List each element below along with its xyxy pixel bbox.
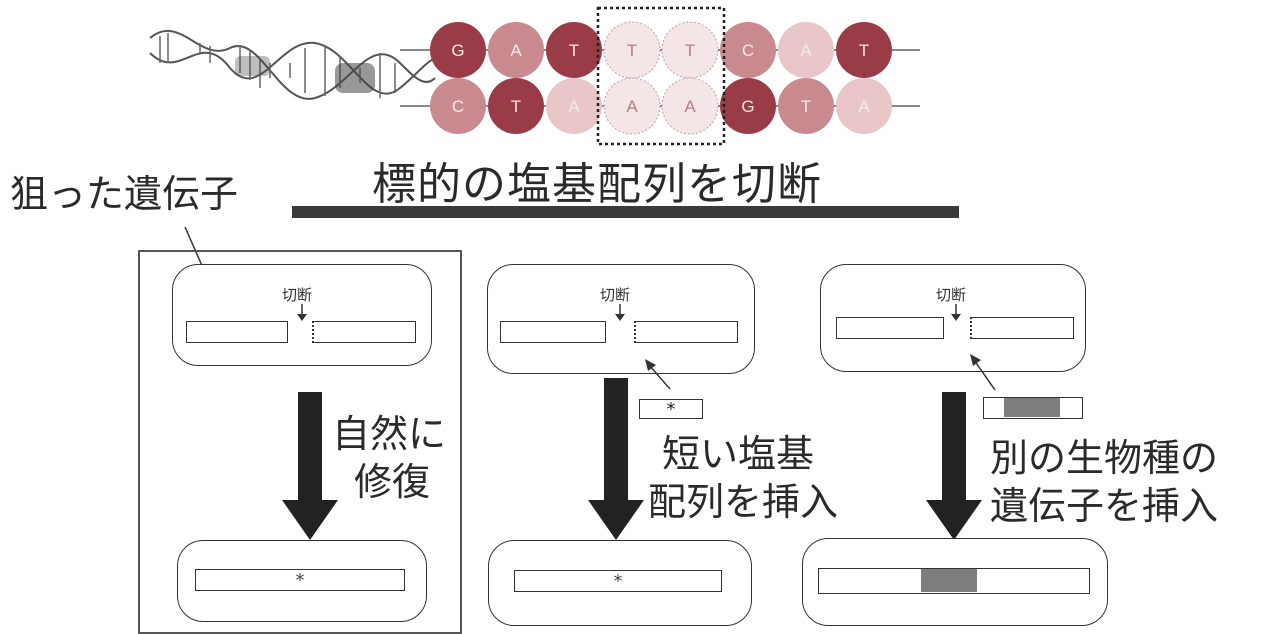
bottom-strand-base-circle [720,78,776,134]
bottom-strand-base-circle [778,78,834,134]
top-strand-base-letter: T [627,41,637,60]
top-strand-base-circle [720,22,776,78]
panel-1-result-gene [195,569,405,591]
panel-2-description-line-1: 短い塩基 [662,432,815,476]
bottom-strand-base-circle [603,77,661,135]
target-gene-label: 狙った遺伝子 [10,172,239,216]
page-title: 標的の塩基配列を切断 [372,159,822,210]
down-arrow-icon [926,392,982,540]
top-strand-base-letter: A [510,41,522,60]
panel-1-cut-label: 切断 [282,286,313,304]
bottom-strand-base-letter: A [568,97,580,116]
insert-pointer-arrow-icon [645,359,671,390]
panel-3-gene-left-segment [836,317,944,339]
top-strand-base-circle [661,21,719,79]
panel-3-cut-label: 切断 [936,286,967,304]
top-strand-base-letter: G [451,41,464,60]
bottom-strand-base-letter: G [741,97,754,116]
dna-helix-illustration [149,30,436,100]
panel-2-insert-sequence: * [639,399,703,419]
bottom-strand-base-circle [661,77,719,135]
top-strand-base-letter: T [685,41,695,60]
bottom-strand-base-letter: C [452,97,464,116]
panel-3-result-gene [818,568,1090,594]
top-strand-base-circle [603,21,661,79]
cut-arrow-icon [615,304,625,321]
panel-2-result-gene [514,570,722,592]
top-strand-base-circle [778,22,834,78]
top-strand-base-circle [430,22,486,78]
panel-2-gene-right-segment [634,321,738,343]
bottom-strand-base-circle [836,78,892,134]
insert-pointer-arrow-icon [970,354,996,391]
target-sequence-highlight [596,6,726,146]
panel-1-description-line-1: 自然に [332,412,447,456]
panel-1-result-mark: * [295,570,305,591]
top-strand-base-letter: T [859,41,869,60]
cut-arrow-icon [951,304,961,321]
bottom-strand-base-letter: A [626,97,638,116]
down-arrow-icon [588,378,644,540]
top-strand-base-circle [546,22,602,78]
bottom-strand-base-letter: T [511,97,521,116]
panel-3-result-foreign-fill [921,569,977,592]
panel-3-foreign-gene-fill [1004,398,1060,417]
bottom-strand-base-circle [430,78,486,134]
bottom-strand-base-circle [546,78,602,134]
bottom-strand-base-letter: A [858,97,870,116]
dna-base-pairs: G A T T T C A T C T A A A G T A [400,6,920,146]
top-strand-base-circle [836,22,892,78]
panel-3-foreign-gene-insert [983,397,1083,419]
panel-3-description-line-1: 別の生物種の [990,436,1219,480]
top-strand-base-letter: C [742,41,754,60]
cut-arrow-icon [297,304,307,321]
bottom-strand-base-letter: T [801,97,811,116]
bottom-strand-base-circle [488,78,544,134]
panel-2-result-mark: * [613,571,623,592]
panel-1-gene-left-segment [186,321,288,343]
top-strand-base-letter: A [800,41,812,60]
down-arrow-icon [282,392,338,540]
panel-1-gene-right-segment [312,321,416,343]
top-strand-base-circle [488,22,544,78]
panel-3-description-line-2: 遺伝子を挿入 [990,484,1219,528]
panel-2-description-line-2: 配列を挿入 [648,480,839,524]
panel-2-gene-left-segment [500,321,606,343]
top-strand-base-letter: T [569,41,579,60]
panel-3-gene-right-segment [970,317,1074,339]
panel-2-cut-label: 切断 [600,286,631,304]
panel-1-description-line-2: 修復 [354,460,431,504]
title-divider [292,206,959,218]
bottom-strand-base-letter: A [684,97,696,116]
